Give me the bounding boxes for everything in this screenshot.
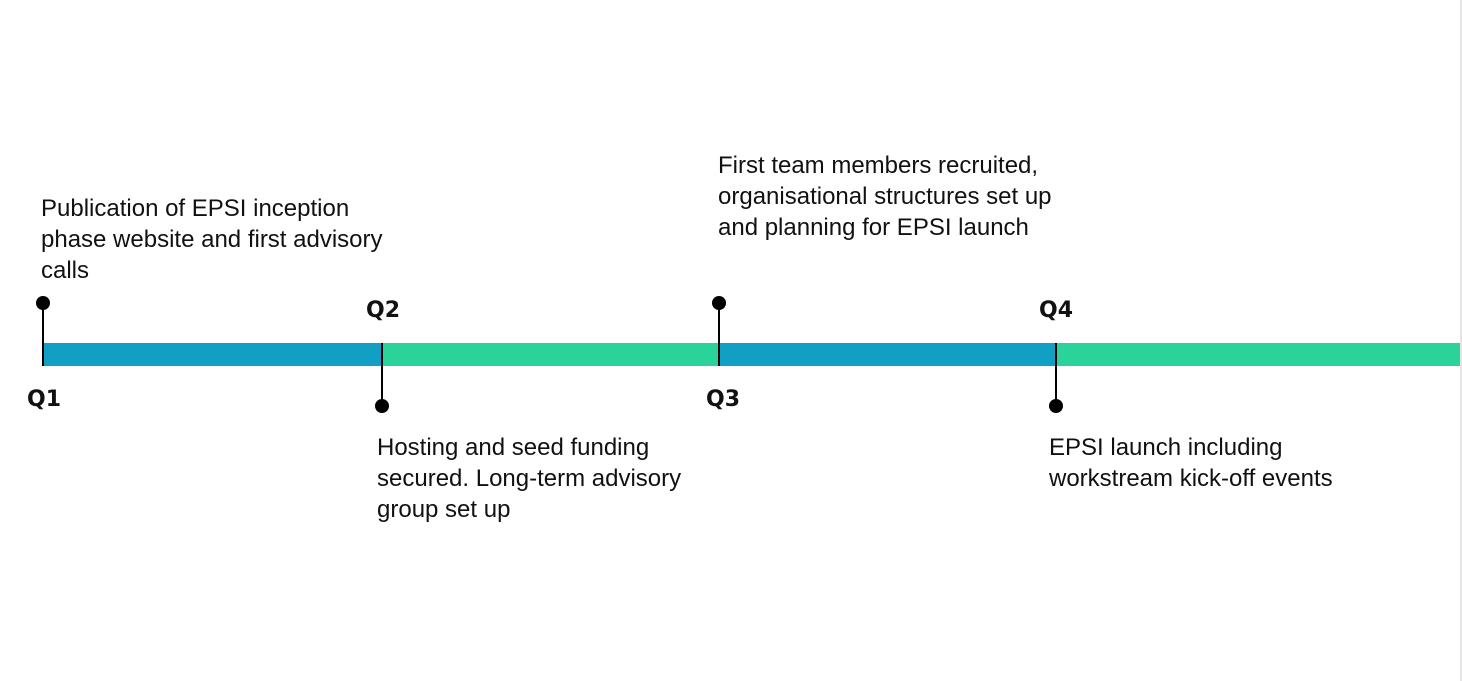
milestone-text-q2: Hosting and seed funding secured. Long-t… bbox=[377, 434, 682, 523]
quarter-label-q3: Q3 bbox=[706, 387, 741, 412]
milestone-text-q1: Publication of EPSI inception phase webs… bbox=[41, 195, 383, 284]
timeline-segment-q3 bbox=[719, 343, 1056, 366]
milestone-text-q3: First team members recruited, organisati… bbox=[718, 152, 1052, 241]
milestone-dot-q4 bbox=[1049, 399, 1063, 413]
timeline-segment-q4 bbox=[1056, 343, 1460, 366]
milestone-dot-q1 bbox=[36, 296, 50, 310]
quarter-label-q4: Q4 bbox=[1039, 298, 1074, 323]
timeline-segment-q1 bbox=[43, 343, 382, 366]
quarter-label-q2: Q2 bbox=[366, 298, 401, 323]
quarter-label-q1: Q1 bbox=[27, 387, 62, 412]
page-edge-divider bbox=[1460, 0, 1462, 681]
milestone-text-q4: EPSI launch including workstream kick-of… bbox=[1049, 434, 1333, 492]
milestone-dot-q3 bbox=[712, 296, 726, 310]
milestone-dot-q2 bbox=[375, 399, 389, 413]
timeline-segment-q2 bbox=[382, 343, 719, 366]
